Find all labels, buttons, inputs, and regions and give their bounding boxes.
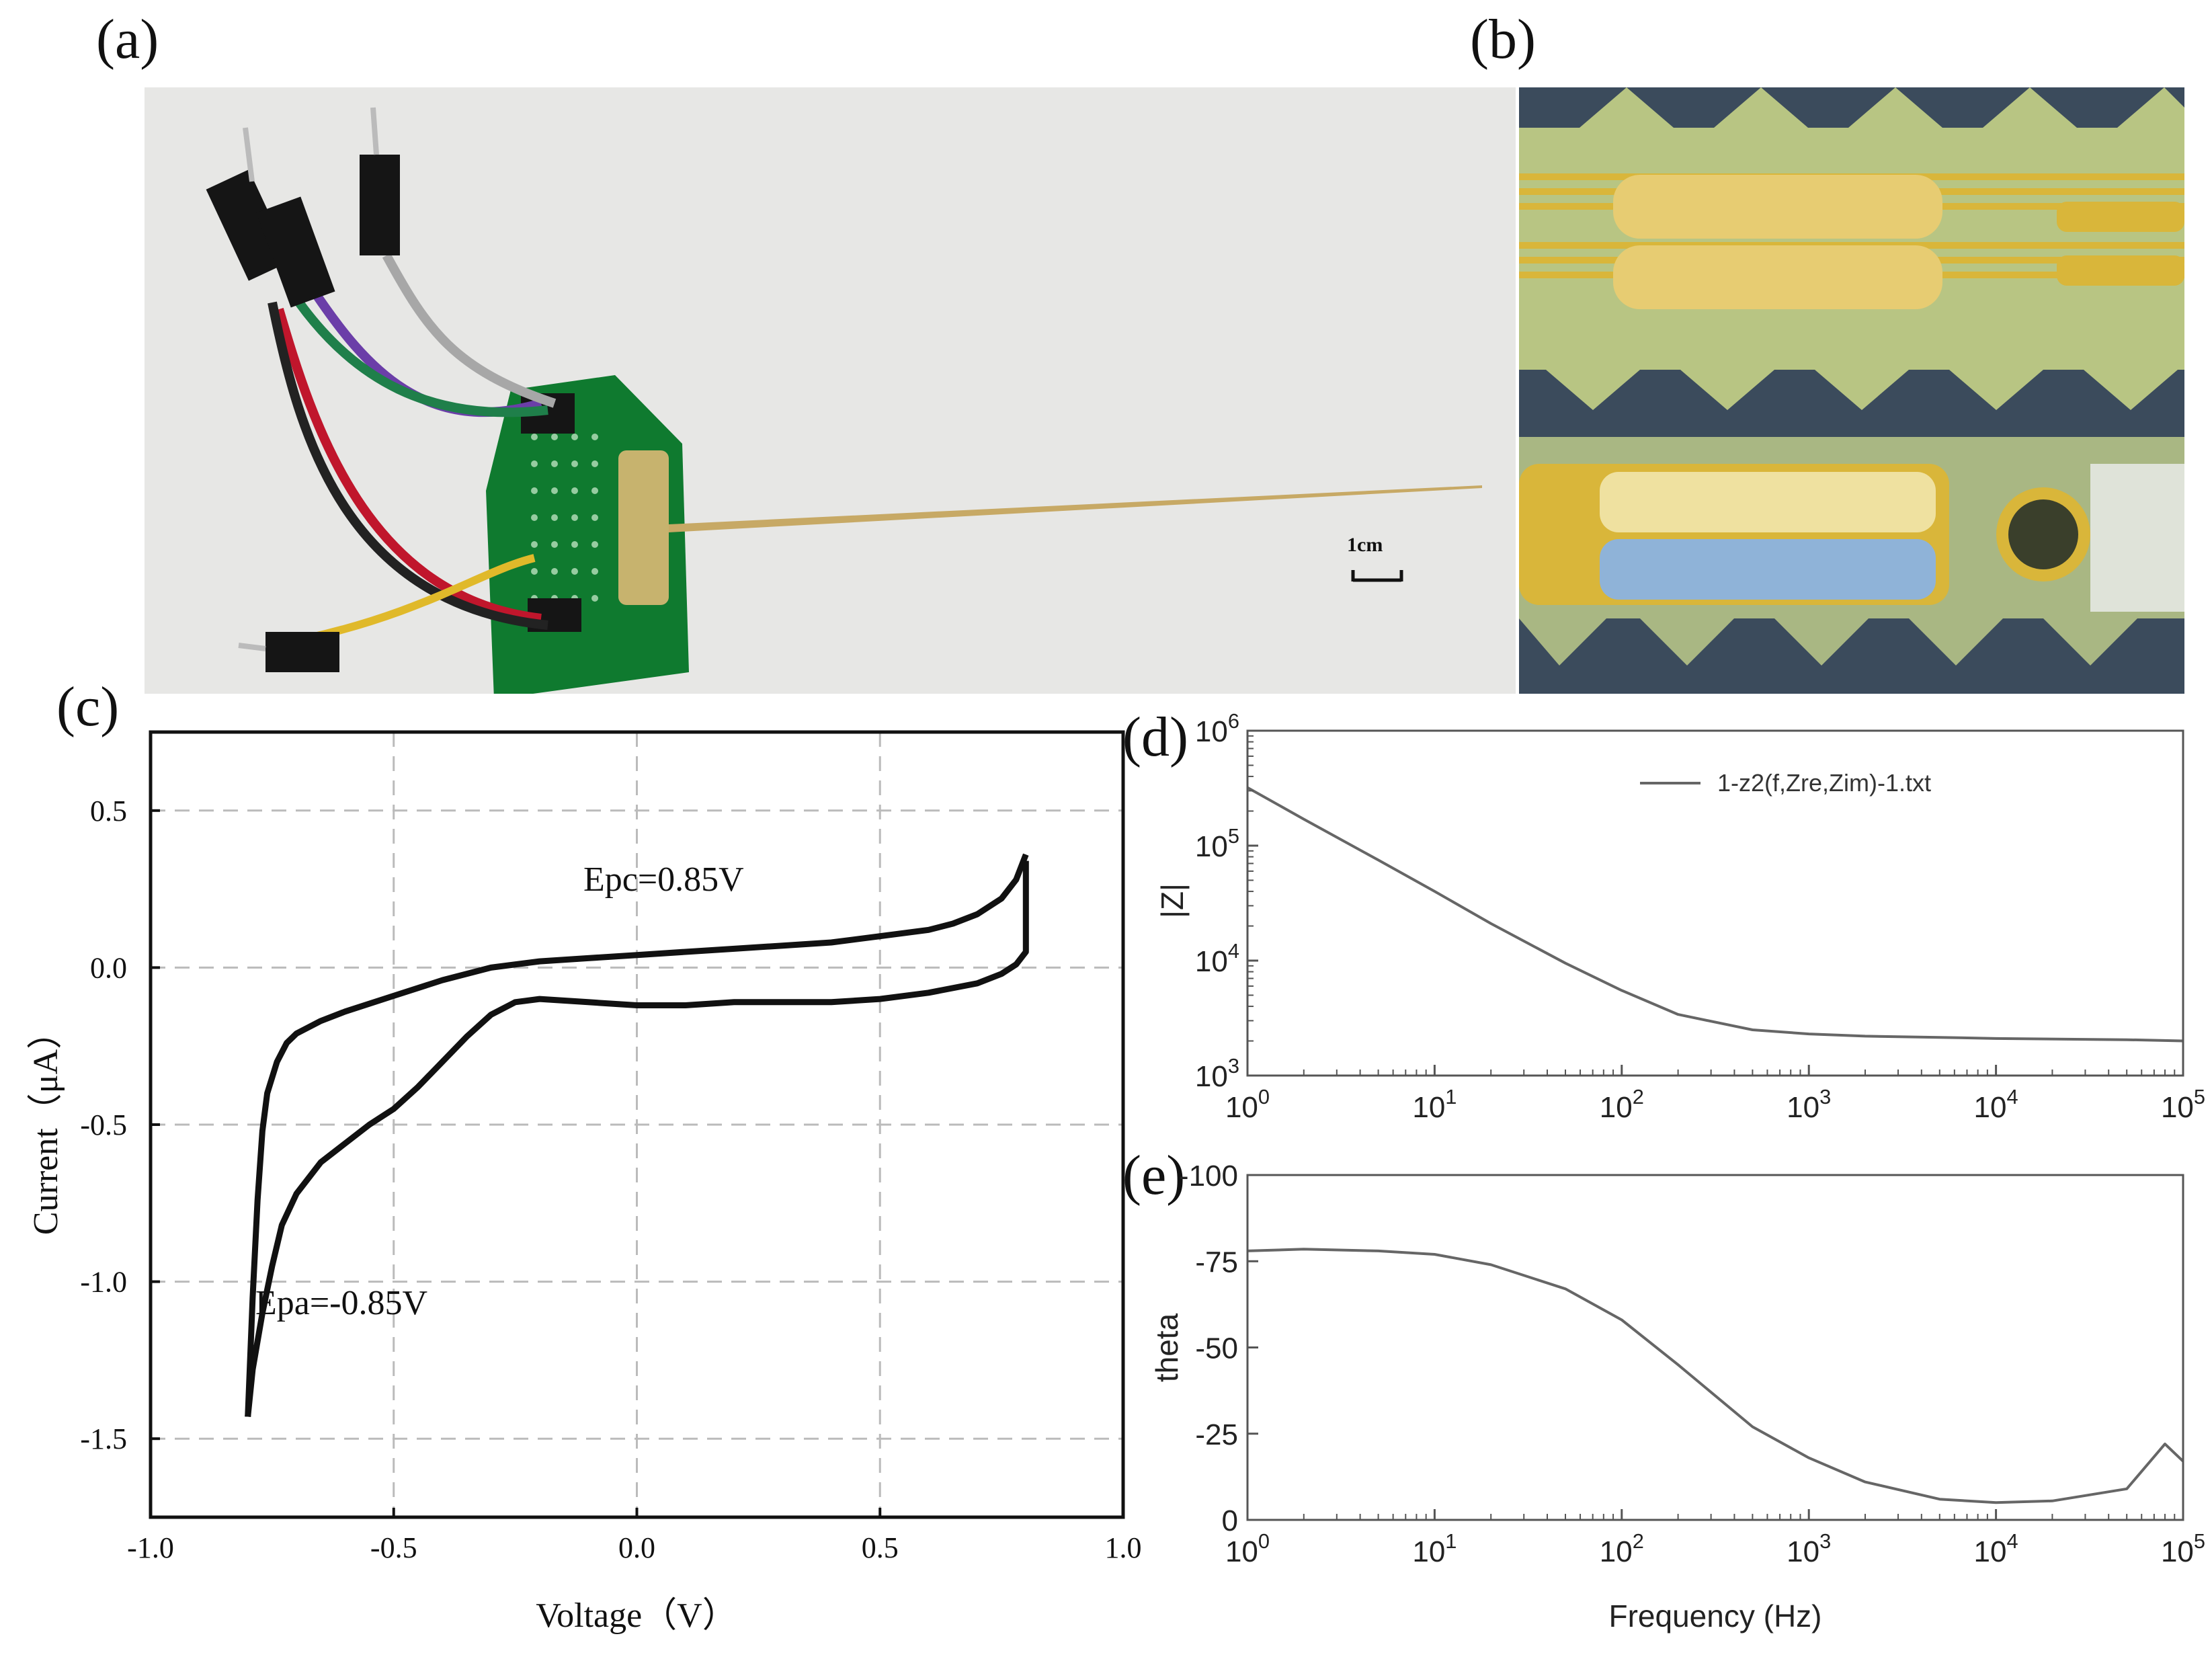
cv-ytick-label: -1.0: [80, 1266, 127, 1299]
phase-ytick-label: -25: [1195, 1418, 1238, 1451]
phase-plot-frame: [1246, 1174, 2184, 1521]
phase-xtick-label: 100: [1225, 1529, 1270, 1568]
impedance-xtick-label: 105: [2161, 1085, 2205, 1124]
impedance-y-axis-label: |Z|: [1155, 883, 1190, 918]
panel-label-a: (a): [96, 8, 159, 71]
phase-x-axis-label: Frequency (Hz): [1609, 1599, 1822, 1633]
cv-xtick-label: 0.5: [862, 1531, 899, 1564]
chart-cv: -1.0 -0.5 0.0 0.5 1.0 -1.5 -1.0 -0.5 0.0 0.5 Volt…: [27, 730, 1142, 1635]
impedance-curve: [1247, 786, 2184, 1043]
cv-xtick-label: 1.0: [1105, 1531, 1142, 1564]
gold-traces-upper: [1519, 173, 2184, 309]
scale-bar-label: 1cm: [1347, 534, 1383, 556]
cv-xtick-label: -0.5: [370, 1531, 417, 1564]
cv-ytick-label: 0.5: [90, 795, 127, 828]
impedance-xtick-label: 100: [1225, 1085, 1270, 1124]
cv-xtick-label: -1.0: [127, 1531, 174, 1564]
panel-label-d: (d): [1122, 706, 1188, 768]
device-photo: 1cm: [145, 87, 1516, 694]
phase-xtick-label: 103: [1787, 1529, 1831, 1568]
phase-xtick-label: 105: [2161, 1529, 2205, 1568]
probe-shank: [669, 485, 1482, 532]
impedance-xtick-label: 102: [1600, 1085, 1644, 1124]
chart-impedance: 100 101 102 103 104 105 103 104 105 106 1-z2(f,Zr…: [1155, 709, 2205, 1124]
cv-x-axis-label: Voltage（V）: [536, 1597, 737, 1635]
microscope-photo: [1519, 87, 2184, 694]
phase-ytick-label: -75: [1195, 1246, 1238, 1279]
impedance-xtick-label: 104: [1974, 1085, 2018, 1124]
cv-ytick-label: 0.0: [90, 951, 127, 984]
impedance-series-line: [1247, 786, 2184, 1043]
impedance-xtick-label: 101: [1412, 1085, 1457, 1124]
phase-ytick-label: 0: [1222, 1504, 1238, 1537]
panel-label-b: (b): [1470, 8, 1536, 71]
cv-curves: [245, 853, 1029, 1417]
microscope-photo-drawing: [1519, 87, 2184, 694]
cv-annotation-epc: Epc=0.85V: [583, 860, 744, 899]
phase-series-line: [1247, 1248, 2184, 1504]
panel-label-e: (e): [1122, 1144, 1186, 1207]
phase-curve: [1247, 1248, 2184, 1504]
ring-electrode: [2008, 499, 2078, 569]
cv-series-line: [245, 853, 1029, 1417]
impedance-ytick-label: 106: [1195, 709, 1239, 748]
panel-label-c: (c): [56, 676, 120, 738]
impedance-ytick-label: 103: [1195, 1054, 1239, 1093]
impedance-ytick-label: 105: [1195, 824, 1239, 863]
phase-xtick-label: 101: [1412, 1529, 1457, 1568]
impedance-ytick-label: 104: [1195, 939, 1239, 978]
electrode-pad-1: [1600, 472, 1936, 532]
electrode-pad-2: [1600, 539, 1936, 600]
impedance-plot-frame: [1246, 729, 2184, 1077]
cv-xtick-label: 0.0: [618, 1531, 655, 1564]
cv-gridlines: [151, 732, 1123, 1517]
phase-ytick-label: -50: [1195, 1332, 1238, 1365]
phase-xtick-label: 104: [1974, 1529, 2018, 1568]
chart-phase: 100 101 102 103 104 105 0 -25 -50 -75 -100 Frequen…: [1149, 1160, 2205, 1633]
phase-xtick-label: 102: [1600, 1529, 1644, 1568]
cv-ytick-label: -1.5: [80, 1422, 127, 1455]
phase-ytick-label: -100: [1179, 1160, 1238, 1193]
cv-series-line: [245, 860, 1029, 1417]
device-photo-drawing: 1cm: [145, 87, 1516, 694]
impedance-legend-label: 1-z2(f,Zre,Zim)-1.txt: [1717, 769, 1931, 797]
pcb-holes: [531, 434, 598, 602]
impedance-xtick-label: 103: [1787, 1085, 1831, 1124]
cv-y-axis-label: Current（μA）: [27, 1014, 65, 1235]
phase-y-axis-label: theta: [1149, 1313, 1184, 1382]
connector-pad: [618, 450, 669, 605]
cv-annotation-epa: Epa=-0.85V: [255, 1284, 427, 1322]
cv-ytick-label: -0.5: [80, 1108, 127, 1141]
